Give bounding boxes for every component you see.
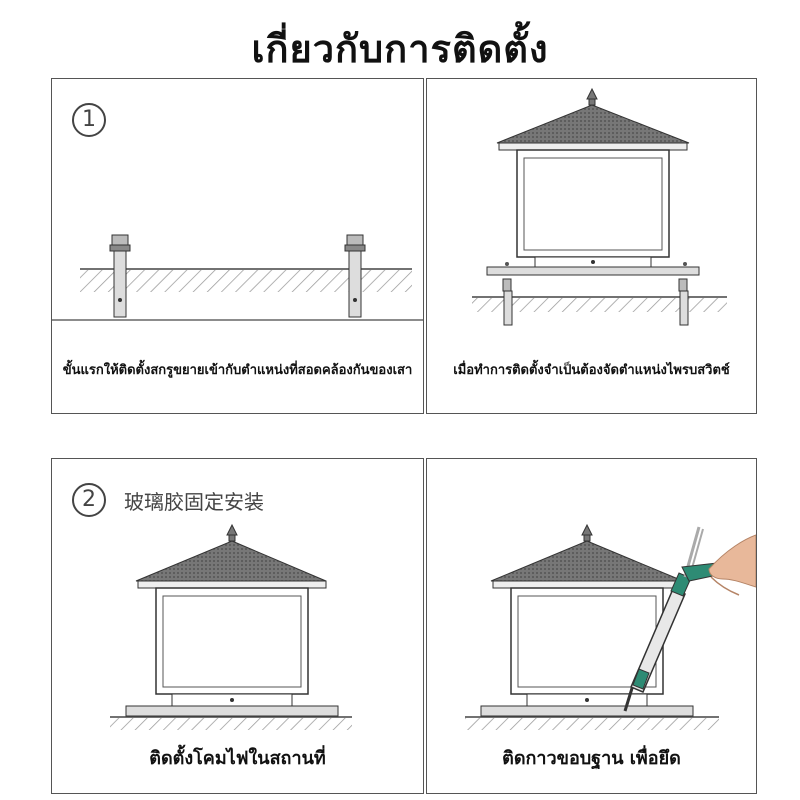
panel-caption: เมื่อทำการติดตั้งจำเป็นต้องจัดตำแหน่งไพร…: [453, 363, 730, 378]
step-instruction-text: 玻璃胶固定安装: [124, 490, 264, 514]
lamp-on-base-illustration: [472, 87, 727, 326]
expansion-screws-illustration: [52, 234, 423, 321]
panel-step-2: 2 玻璃胶固定安装 ติดตั้งโคมไฟในสถานที่: [51, 458, 424, 794]
panel-align-switch: เมื่อทำการติดตั้งจำเป็นต้องจัดตำแหน่งไพร…: [426, 78, 757, 414]
page-title: เกี่ยวกับการติดตั้ง: [251, 27, 549, 71]
panel-caption: ขั้นแรกให้ติดตั้งสกรูขยายเข้ากับตำแหน่งท…: [62, 363, 413, 378]
left-screw: [109, 234, 131, 318]
hand: [708, 534, 756, 596]
step-number-badge: 2: [72, 483, 106, 517]
caulking-gun: [623, 526, 729, 712]
glue-gun-illustration: [465, 523, 756, 730]
lamp-installed-illustration: [110, 523, 352, 730]
panel-step-1: 1 ขั้นแรกให้ติดตั้งสกรูขยายเข้ากับตำแหน่…: [51, 78, 424, 414]
panel-caption: ติดกาวขอบฐาน เพื่อยึด: [502, 748, 681, 769]
panel-caption: ติดตั้งโคมไฟในสถานที่: [149, 748, 326, 769]
step-number-badge: 1: [72, 103, 106, 137]
right-screw: [344, 234, 366, 318]
panel-glue-base: ติดกาวขอบฐาน เพื่อยึด: [426, 458, 757, 794]
